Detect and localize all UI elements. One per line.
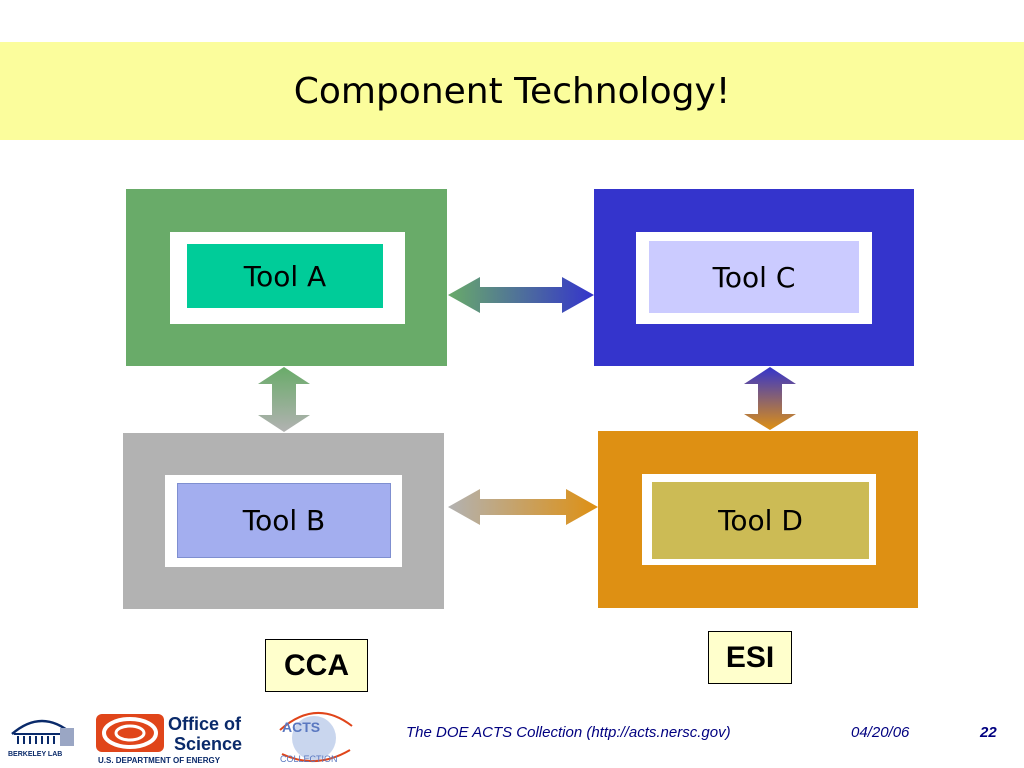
- title-band: Component Technology!: [0, 42, 1024, 140]
- collection-text: COLLECTION: [280, 754, 338, 764]
- footer-caption: The DOE ACTS Collection (http://acts.ner…: [406, 724, 731, 741]
- tool-b-inner: Tool B: [165, 475, 402, 567]
- page-number: 22: [980, 724, 997, 741]
- tool-b-frame: Tool B: [123, 433, 444, 609]
- arrow-c-d: [744, 367, 796, 430]
- berkeley-lab-logo: BERKELEY LAB: [8, 719, 74, 758]
- science-text: Science: [174, 734, 242, 754]
- tool-b-label: Tool B: [242, 504, 326, 537]
- arrow-b-d: [448, 489, 598, 525]
- tool-b-box: Tool B: [177, 483, 391, 558]
- doe-text: U.S. DEPARTMENT OF ENERGY: [98, 756, 221, 765]
- esi-label: ESI: [708, 631, 792, 684]
- tool-a-box: Tool A: [187, 244, 383, 308]
- tool-c-frame: Tool C: [594, 189, 914, 366]
- tool-c-inner: Tool C: [636, 232, 872, 324]
- arrow-a-b: [258, 367, 310, 432]
- footer-date: 04/20/06: [851, 724, 910, 741]
- tool-d-box: Tool D: [652, 482, 869, 559]
- tool-c-label: Tool C: [712, 260, 796, 294]
- tool-a-inner: Tool A: [170, 232, 405, 324]
- office-of-text: Office of: [168, 714, 242, 734]
- acts-collection-logo: ACTS COLLECTION: [279, 712, 353, 764]
- slide-title: Component Technology!: [293, 70, 731, 112]
- acts-text: ACTS: [282, 719, 320, 735]
- tool-d-frame: Tool D: [598, 431, 918, 608]
- office-of-science-logo: Office of Science U.S. DEPARTMENT OF ENE…: [96, 714, 242, 765]
- tool-a-frame: Tool A: [126, 189, 447, 366]
- cca-label: CCA: [265, 639, 368, 692]
- tool-c-box: Tool C: [649, 241, 859, 313]
- cca-label-text: CCA: [284, 648, 349, 682]
- berkeley-lab-text: BERKELEY LAB: [8, 751, 62, 758]
- tool-d-inner: Tool D: [642, 474, 876, 565]
- tool-d-label: Tool D: [718, 504, 803, 537]
- tool-a-label: Tool A: [243, 259, 327, 293]
- esi-label-text: ESI: [725, 640, 775, 674]
- arrow-a-c: [448, 277, 594, 313]
